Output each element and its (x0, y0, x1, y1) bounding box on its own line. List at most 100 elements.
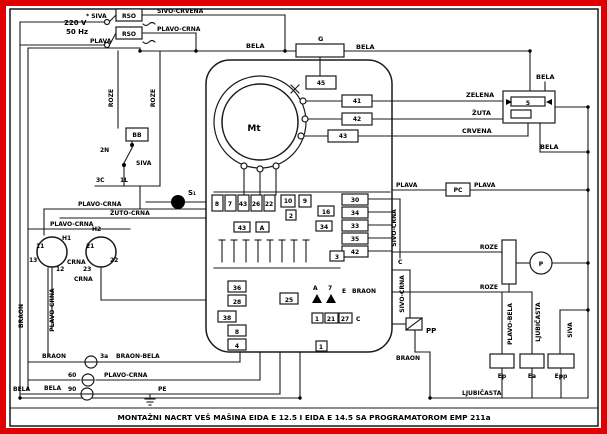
wire-label-bela-top-right: BELA (356, 43, 375, 51)
pc-connector (445, 182, 471, 197)
switch-label-2n: 2N (100, 147, 109, 154)
box43-label: 43 (339, 133, 347, 140)
terminal-4: 4 (235, 343, 239, 350)
wire-label-braon-pp: BRAON (396, 355, 420, 362)
wire-label-plava-top: PLAVA (90, 38, 112, 45)
terminal-c2: C (356, 316, 361, 323)
rso1-label: RSO (122, 13, 136, 20)
thermostat-60-label: 60 (68, 372, 76, 379)
wire-label-bela-conn-bottom: BELA (540, 143, 559, 151)
switch-label-3c: 3C (96, 177, 105, 184)
terminal-col-30: 30 (351, 197, 359, 204)
rso2-label: RSO (122, 31, 136, 38)
pump-label: P (539, 261, 544, 268)
h2-terminal-23: 23 (83, 266, 91, 273)
switch-label-1l: 1L (120, 177, 128, 184)
capacitor-box (501, 239, 517, 285)
wire-label-ljubicasta-vert: LJUBIČASTA (535, 302, 542, 342)
terminal-7b: 7 (328, 285, 332, 292)
terminal-22: 22 (265, 201, 273, 208)
pc-label: PC (454, 187, 463, 194)
wire-label-plavo-crna-top: PLAVO-CRNA (157, 26, 201, 33)
terminal-43: 43 (239, 201, 247, 208)
wire-label-braon-bottom: BRAON (42, 353, 66, 360)
terminal-a2: A (313, 285, 318, 292)
heater-ea-label: Ea (528, 373, 536, 380)
terminal-28: 28 (233, 299, 241, 306)
terminal-25: 25 (285, 297, 293, 304)
wire-label-bela-bottom-1: BELA (13, 386, 30, 393)
box41-label: 41 (353, 98, 361, 105)
wire-label-braon-e: BRAON (352, 288, 376, 295)
terminal-38: 38 (223, 315, 231, 322)
pump (529, 251, 553, 275)
wire-label-roze-1: ROZE (108, 89, 115, 107)
wire-label-plavo-crna-s1: PLAVO-CRNA (78, 201, 122, 208)
junction-dots (18, 49, 590, 400)
terminal-43b: 43 (238, 225, 246, 232)
wire-label-braon-vert: BRAON (18, 304, 25, 328)
terminal-9: 9 (303, 198, 307, 205)
box45-label: 45 (317, 80, 325, 87)
terminal-col-35: 35 (351, 236, 359, 243)
terminal-col-42: 42 (351, 249, 359, 256)
terminal-3: 3 (335, 254, 339, 261)
s1-label: S₁ (188, 189, 196, 197)
wire-label-plavo-crna-h: PLAVO-CRNA (50, 221, 94, 228)
wire-label-sivo-crna-1: SIVO-CRNA (391, 209, 398, 247)
heater-epp-label: Epp (555, 373, 568, 380)
generator-block (295, 43, 345, 90)
wire-label-zuto-crna: ŽUTO-CRNA (110, 209, 150, 217)
thermostat-symbols (80, 355, 98, 401)
terminal-26: 26 (252, 201, 260, 208)
terminal-36: 36 (233, 285, 241, 292)
wire-label-crna-1: CRNA (67, 259, 86, 266)
wire-label-sivo-crna-2: SIVO-CRNA (399, 275, 406, 313)
h1-terminal-11: 11 (36, 243, 44, 250)
wiring-lines (19, 14, 589, 399)
pp-label: PP (426, 327, 436, 335)
wire-label-plava-left: PLAVA (396, 182, 418, 189)
terminal-8: 8 (215, 201, 219, 208)
switch-label-siva: SIVA (136, 160, 152, 167)
wire-label-bela-conn-top: BELA (536, 73, 555, 81)
h1-label: H1 (62, 235, 71, 242)
wire-label-siva-vert: SIVA (567, 322, 574, 338)
wire-label-roze-pump-1: ROZE (480, 244, 498, 251)
h1-terminal-13: 13 (29, 257, 37, 264)
wire-label-ljubicasta-bottom: LJUBIČASTA (462, 390, 502, 397)
terminal-a1: A (260, 225, 265, 232)
frequency-label: 50 Hz (66, 28, 88, 36)
terminal-8b: 8 (235, 329, 239, 336)
terminal-c1: C (398, 259, 403, 266)
power-terminals (103, 18, 111, 49)
wire-label-roze-pump-2: ROZE (480, 284, 498, 291)
pe-ground-symbol (144, 393, 156, 406)
voltage-label: 220 V (64, 19, 87, 27)
terminal-1b: 1 (319, 344, 323, 351)
bb-label: BB (132, 132, 142, 139)
wire-label-zuta: ŽUTA (472, 108, 491, 117)
s1-switch-symbol (171, 195, 185, 209)
wire-label-roze-2: ROZE (150, 89, 157, 107)
motor (213, 75, 309, 173)
wire-label-bela-top-left: BELA (246, 42, 265, 50)
motor-terminal-boxes (327, 94, 373, 143)
terminal-7: 7 (228, 201, 232, 208)
terminal-10: 10 (284, 198, 292, 205)
h1-terminal-12: 12 (56, 266, 64, 273)
wire-label-braon-bela: BRAON-BELA (116, 353, 160, 360)
thermostat-90-label: 90 (68, 386, 76, 393)
rso-interference-filters (115, 8, 143, 40)
terminal-16: 16 (322, 209, 330, 216)
h2-terminal-22: 22 (110, 257, 118, 264)
wire-label-sivo-crvena: SIVO-CRVENA (157, 8, 204, 15)
pe-label: PE (158, 386, 167, 393)
generator-label: G (318, 35, 323, 43)
thermostat-3a-label: 3a (100, 353, 108, 360)
wire-label-bela-bottom-2: BELA (44, 385, 61, 392)
heater-ep-label: Ep (498, 373, 507, 380)
